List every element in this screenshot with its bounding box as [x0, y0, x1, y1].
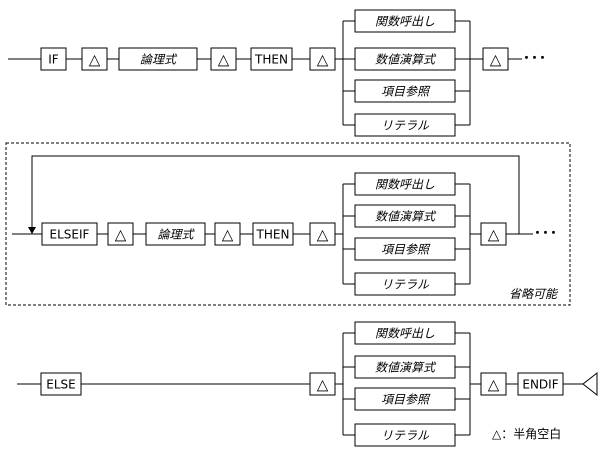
if-row: IF △ 論理式 △ THEN △ 関数呼出し 数値演算式 項目参照 リテラル …: [8, 9, 547, 137]
function-call-label: 関数呼出し: [375, 327, 435, 341]
item-reference-box: [354, 387, 456, 411]
space-symbol: △: [488, 376, 500, 394]
space-symbol: △: [218, 51, 230, 69]
space-symbol: △: [317, 51, 329, 69]
function-call-box: [354, 172, 456, 196]
space-symbol: △: [317, 376, 329, 394]
numeric-expression-label: 数値演算式: [375, 361, 437, 375]
function-call-label: 関数呼出し: [375, 178, 435, 192]
loop-arrow-head: [28, 227, 36, 234]
if-keyword: IF: [48, 53, 59, 67]
logical-expression-label: 論理式: [157, 228, 195, 242]
item-reference-label: 項目参照: [381, 85, 431, 99]
space-symbol: △: [89, 51, 101, 69]
numeric-expression-box: [354, 204, 456, 228]
function-call-box: [354, 321, 456, 345]
literal-label: リテラル: [381, 278, 430, 292]
item-reference-box: [354, 79, 456, 103]
space-symbol: △: [317, 226, 329, 244]
else-keyword: ELSE: [46, 378, 75, 392]
then-keyword: THEN: [254, 53, 288, 67]
literal-label: リテラル: [381, 119, 430, 133]
elseif-keyword: ELSEIF: [50, 228, 90, 242]
endif-keyword: ENDIF: [522, 378, 558, 392]
numeric-expression-box: [354, 355, 456, 379]
numeric-expression-label: 数値演算式: [375, 53, 437, 67]
literal-box: [354, 113, 456, 137]
optional-label: 省略可能: [509, 287, 559, 301]
numeric-expression-label: 数値演算式: [375, 210, 437, 224]
literal-label: リテラル: [381, 429, 430, 443]
space-symbol: △: [490, 51, 502, 69]
then-keyword: THEN: [256, 228, 290, 242]
item-reference-label: 項目参照: [381, 393, 431, 407]
space-symbol: △: [115, 226, 127, 244]
optional-dashed-frame: [5, 142, 571, 306]
legend-text: △：半角空白: [492, 426, 561, 441]
space-symbol: △: [222, 226, 234, 244]
else-row: ELSE △ 関数呼出し 数値演算式 項目参照 リテラル △ ENDIF △：半…: [17, 321, 598, 447]
literal-box: [354, 272, 456, 296]
item-reference-box: [354, 237, 456, 261]
function-call-box: [354, 9, 456, 33]
item-reference-label: 項目参照: [381, 243, 431, 257]
function-call-label: 関数呼出し: [375, 15, 435, 29]
logical-expression-label: 論理式: [140, 53, 178, 67]
space-symbol: △: [488, 226, 500, 244]
continuation-dots: ･･･: [534, 226, 558, 242]
elseif-optional-section: ELSEIF △ 論理式 △ THEN △ 関数呼出し 数値演算式 項目参照 リ…: [5, 142, 571, 306]
terminator-triangle: [582, 371, 598, 397]
literal-box: [354, 423, 456, 447]
continuation-dots: ･･･: [523, 51, 547, 67]
numeric-expression-box: [354, 47, 456, 71]
